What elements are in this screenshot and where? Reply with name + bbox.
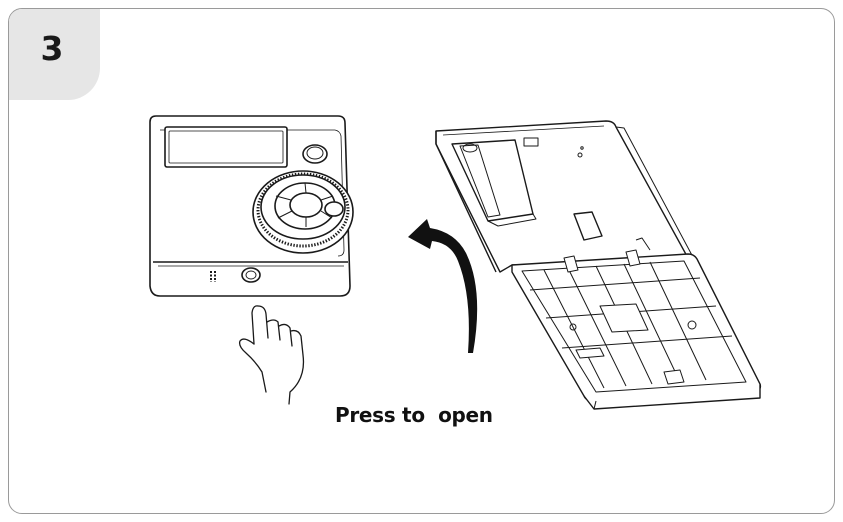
step-badge: 3 [9,9,100,100]
curved-arrow-icon [408,219,478,353]
back-plate-icon [436,121,760,409]
step-number: 3 [40,29,64,68]
thermostat-front-icon [150,116,353,296]
hand-pressing-icon [240,306,304,404]
caption-press-to-open: Press to open [335,403,493,427]
